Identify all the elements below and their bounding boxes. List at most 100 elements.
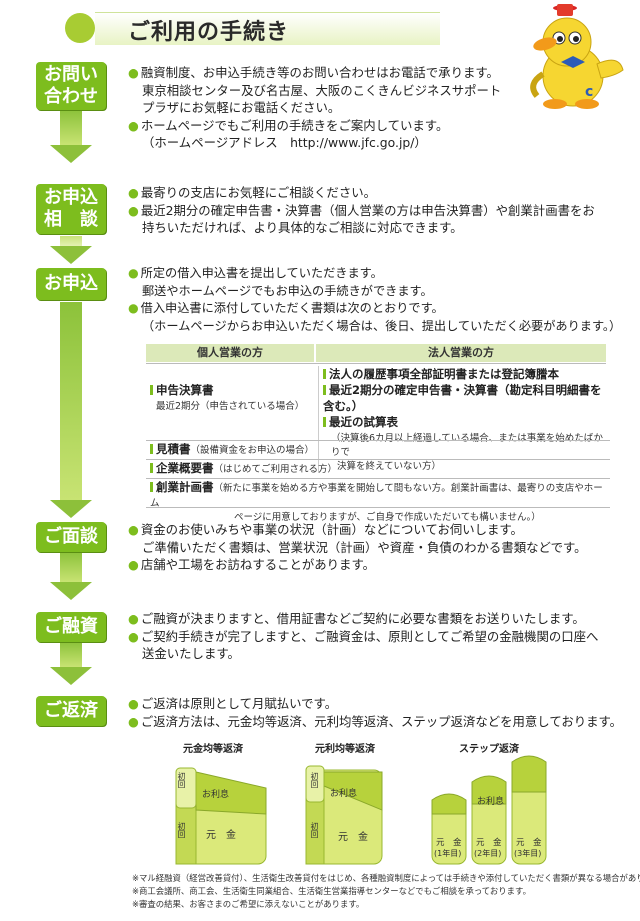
text: 最寄りの支店にお気軽にご相談ください。: [140, 185, 376, 200]
table-row: 見積書（設備資金をお申込の場合）: [146, 440, 610, 459]
homepage-url: （ホームページアドレス http://www.jfc.go.jp/）: [142, 135, 427, 150]
bullet-icon: ●: [128, 266, 139, 280]
label-first: 初回: [310, 822, 319, 838]
step-application: お申込: [36, 268, 106, 300]
text: ご返済方法は、元金均等返済、元利均等返済、ステップ返済などを用意しております。: [140, 713, 623, 729]
title-bar: [65, 12, 440, 45]
text: プラザにお気軽にお電話ください。: [142, 100, 341, 115]
text: 店舗や工場をお訪ねすることがあります。: [140, 557, 375, 572]
arrow-down-icon: [50, 145, 92, 163]
bullet-icon: ●: [128, 611, 139, 626]
bullet-icon: ●: [128, 65, 139, 80]
doc-note: （設備資金をお申込の場合）: [190, 445, 315, 456]
bullet-icon: ●: [128, 202, 139, 218]
footnote: ※マル経融資（経営改善貸付）、生活衛生改善貸付をはじめ、各種融資制度によっては手…: [132, 873, 640, 883]
flow-shaft-3: [60, 302, 82, 500]
bullet-icon: ●: [128, 522, 139, 537]
flow-shaft-4: [60, 552, 82, 582]
section-financing: ●ご融資が決まりますと、借用証書などご契約に必要な書類をお送りいたします。 ●ご…: [128, 610, 598, 663]
step-interview: ご面談: [36, 522, 106, 552]
section-consultation: ●最寄りの支店にお気軽にご相談ください。 ●最近2期分の確定申告書・決算書（個人…: [128, 184, 595, 237]
label-principal: 元 金: [516, 838, 542, 848]
doc-note: ページに用意しておりますが、ご自身で作成いただいても構いません。）: [234, 512, 541, 523]
chart-title-equal-principal: 元金均等返済: [183, 744, 243, 755]
text: 東京相談センター及び名古屋、大阪のこくきんビジネスサポート: [142, 82, 502, 98]
text: 郵送やホームページでもお申込の手続きができます。: [142, 283, 433, 298]
table-row: 申告決算書 最近2期分（申告されている場合） 法人の履歴事項全部証明書または登記…: [146, 363, 606, 472]
label-year2: (2年目): [474, 849, 502, 858]
step-label: お申込: [44, 187, 98, 208]
documents-table: 個人営業の方 法人営業の方 申告決算書 最近2期分（申告されている場合） 法人の…: [146, 344, 610, 523]
doc-name: 法人の履歴事項全部証明書または登記簿謄本: [323, 366, 611, 382]
label-year1: (1年目): [434, 849, 462, 858]
section-repayment: ●ご返済は原則として月賦払いです。 ●ご返済方法は、元金均等返済、元利均等返済、…: [128, 695, 622, 730]
step-repayment: ご返済: [36, 696, 106, 726]
step-label: 合わせ: [44, 86, 98, 107]
text: ご融資が決まりますと、借用証書などご契約に必要な書類をお送りいたします。: [140, 611, 585, 626]
doc-name: 見積書: [150, 442, 191, 456]
table-row: 企業概要書（はじめてご利用される方）: [146, 459, 610, 478]
equal-principal-illustration: [175, 767, 267, 865]
doc-note: 最近2期分（申告されている場合）: [156, 401, 305, 412]
text: ご返済は原則として月賦払いです。: [140, 696, 338, 711]
text: 送金いたします。: [142, 646, 240, 661]
doc-note: （決算後6カ月以上経過している場合、または事業を始めたばかりで: [331, 433, 603, 458]
label-year3: (3年目): [514, 849, 542, 858]
chart-title-equal-installment: 元利均等返済: [315, 744, 375, 755]
doc-name: 申告決算書: [150, 382, 314, 398]
doc-note: 決算を終えていない方）: [337, 461, 442, 472]
step-consultation: お申込相 談: [36, 184, 106, 234]
text: ホームページでもご利用の手続きをご案内しています。: [140, 117, 449, 133]
step-label: 相 談: [44, 209, 98, 230]
bullet-icon: ●: [128, 696, 139, 711]
section-interview: ●資金のお使いみちや事業の状況（計画）などについてお伺いします。 ご準備いただく…: [128, 521, 587, 574]
table-header-corporate: 法人営業の方: [316, 344, 606, 362]
text: ご準備いただく書類は、営業状況（計画）や資産・負債のわかる書類などです。: [142, 539, 587, 555]
bullet-icon: ●: [128, 713, 139, 729]
arrow-down-icon: [50, 246, 92, 264]
bullet-icon: ●: [128, 185, 139, 200]
label-principal: 元 金: [476, 838, 502, 848]
text: 融資制度、お申込手続き等のお問い合わせはお電話で承ります。: [140, 65, 499, 80]
footnote: ※審査の結果、お客さまのご希望に添えないことがあります。: [132, 899, 365, 909]
bullet-icon: ●: [128, 557, 139, 572]
doc-note: （はじめてご利用される方）: [213, 464, 338, 475]
text: 借入申込書に添付していただく書類は次のとおりです。: [140, 301, 444, 315]
repayment-illustrations: [175, 755, 547, 865]
arrow-down-icon: [50, 582, 92, 600]
section-inquiry: ●融資制度、お申込手続き等のお問い合わせはお電話で承ります。 東京相談センター及…: [128, 64, 501, 152]
step-label: ご面談: [44, 526, 98, 547]
equal-installment-illustration: [305, 765, 383, 865]
step-label: お申込: [44, 273, 98, 294]
footnote: ※商工会議所、商工会、生活衛生同業組合、生活衛生営業指導センターなどでもご相談を…: [132, 886, 531, 896]
svg-text:c: c: [585, 84, 593, 100]
doc-note: （新たに事業を始める方や事業を開始して間もない方。創業計画書は、最寄りの支店やホ…: [150, 483, 603, 509]
text: 資金のお使いみちや事業の状況（計画）などについてお伺いします。: [140, 522, 523, 537]
label-interest: お利息: [330, 789, 358, 799]
flow-shaft-2: [60, 236, 82, 246]
arrow-down-icon: [50, 667, 92, 685]
flow-shaft-1: [60, 110, 82, 145]
label-first: 初回: [177, 772, 186, 788]
chart-title-step: ステップ返済: [459, 744, 519, 755]
arrow-down-icon: [50, 500, 92, 518]
step-label: ご融資: [44, 616, 98, 637]
bullet-icon: ●: [128, 117, 139, 133]
flow-shaft-5: [60, 642, 82, 667]
table-row: 創業計画書（新たに事業を始める方や事業を開始して間もない方。創業計画書は、最寄り…: [146, 478, 610, 523]
text: 所定の借入申込書を提出していただきます。: [140, 266, 383, 280]
doc-name: 企業概要書: [150, 461, 214, 475]
label-interest: お利息: [202, 790, 230, 800]
text: 持ちいただければ、より具体的なご相談に対応できます。: [142, 220, 463, 235]
doc-name: 最近2期分の確定申告書・決算書（勘定科目明細書を含む。）: [323, 382, 611, 414]
step-label: お問い: [44, 64, 98, 85]
step-financing: ご融資: [36, 612, 106, 642]
text: 最近2期分の確定申告書・決算書（個人営業の方は申告決算書）や創業計画書をお: [140, 202, 595, 218]
corporate-docs: 法人の履歴事項全部証明書または登記簿謄本 最近2期分の確定申告書・決算書（勘定科…: [318, 366, 611, 472]
label-principal: 元 金: [436, 838, 462, 848]
mascot-bird-image: c: [530, 4, 624, 109]
section-application: ●所定の借入申込書を提出していただきます。 郵送やホームページでもお申込の手続き…: [128, 265, 621, 335]
bullet-icon: ●: [128, 301, 139, 315]
label-principal: 元 金: [206, 830, 236, 841]
label-first: 初回: [177, 822, 186, 838]
